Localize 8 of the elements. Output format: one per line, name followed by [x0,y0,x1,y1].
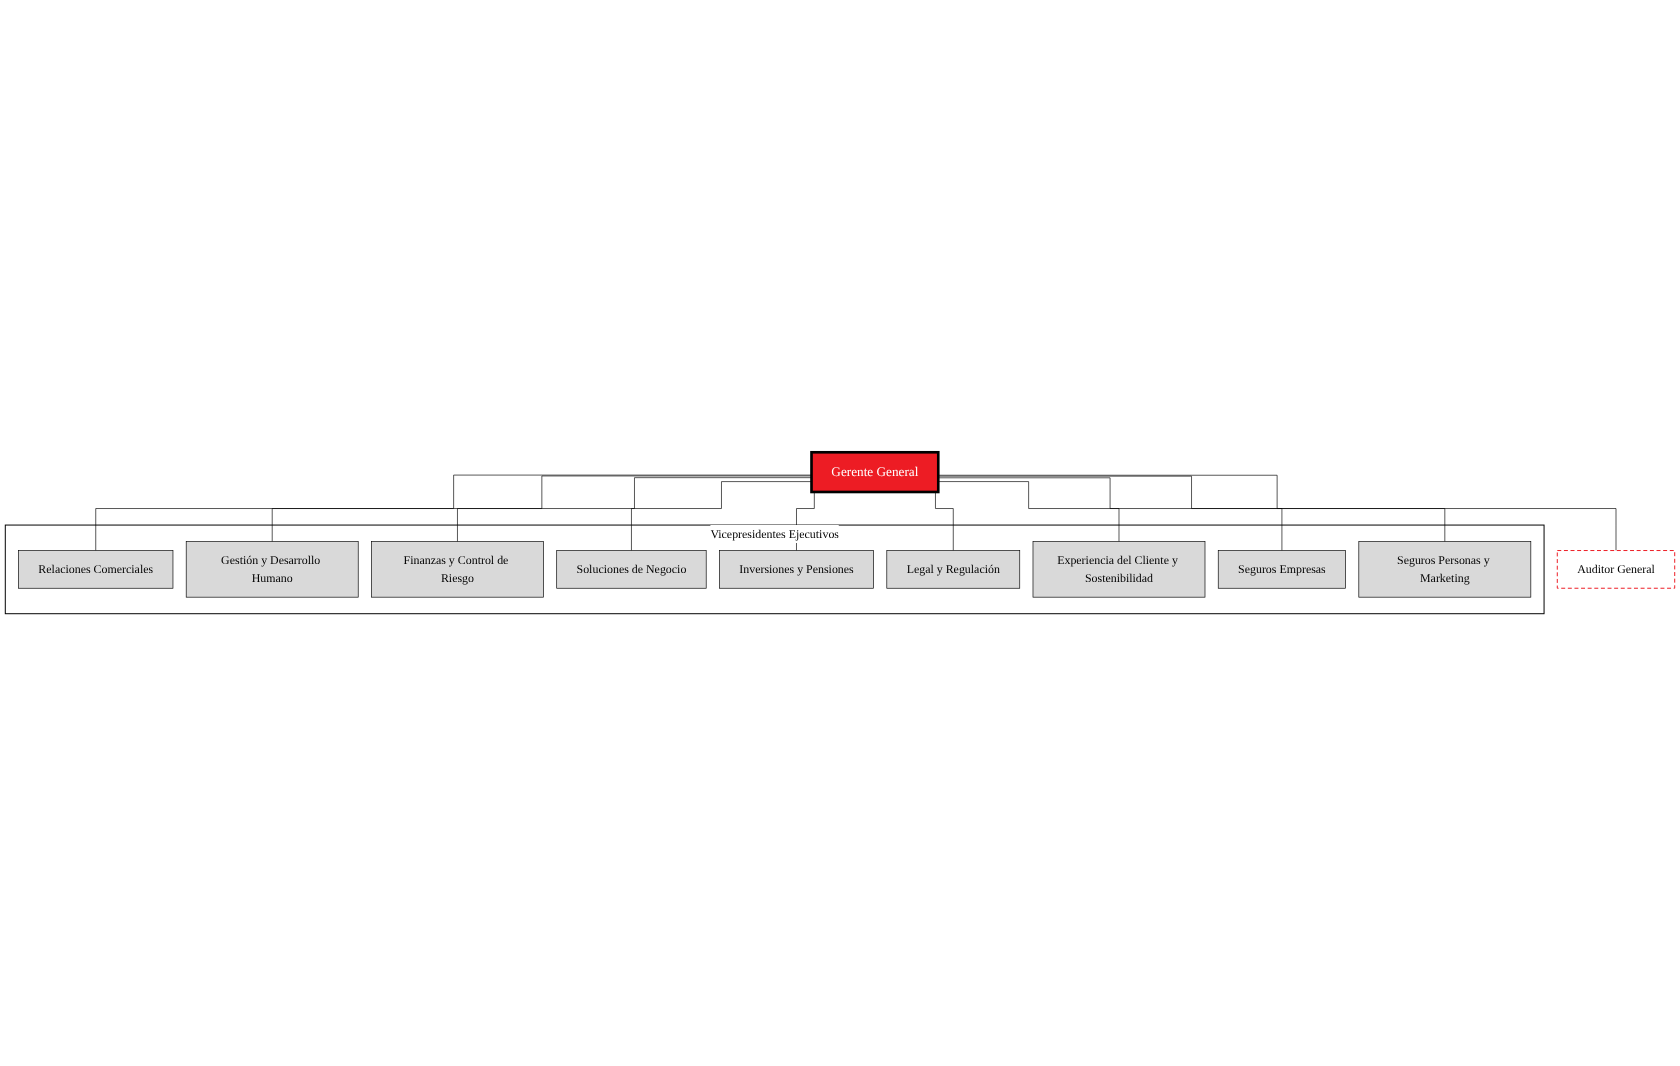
connector [457,477,812,542]
connector [937,474,1617,551]
connector [95,474,812,551]
connector [937,477,1283,551]
connector [937,481,1120,542]
connector [631,481,812,551]
connector [937,475,1446,542]
connector [271,475,812,542]
